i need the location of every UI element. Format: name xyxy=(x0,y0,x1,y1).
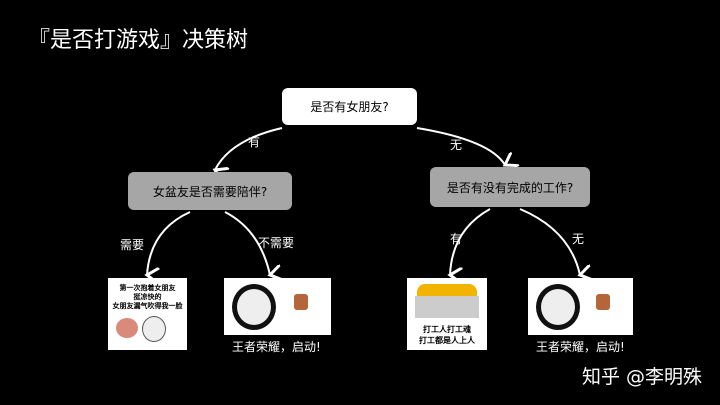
leaf-caption-2: 王者荣耀，启动! xyxy=(536,340,625,354)
meme-line: 挺凉快的 xyxy=(133,293,162,301)
edge-left-left xyxy=(147,211,191,275)
edge-label-left-left: 需要 xyxy=(120,238,145,252)
game-icon xyxy=(596,294,610,310)
leaf-panda-meme xyxy=(224,278,331,335)
meme-caption: 打工人打工魂 打工都是人上人 xyxy=(407,324,487,346)
edge-right-right xyxy=(519,208,580,275)
right-node: 是否有没有完成的工作? xyxy=(430,167,590,207)
edge-label-left-right: 不需要 xyxy=(258,236,295,250)
left-node: 女盆友是否需要陪伴? xyxy=(128,172,292,210)
leaf-meme-hug: 第一次抱着女朋友 挺凉快的 女朋友漏气吹得我一脸 xyxy=(108,278,187,350)
panda-face-image xyxy=(232,284,276,330)
meme-line: 女朋友漏气吹得我一脸 xyxy=(112,302,183,310)
workers-image xyxy=(415,296,479,318)
meme-line: 打工人打工魂 xyxy=(423,325,471,334)
edge-label-right-left: 有 xyxy=(450,232,463,246)
watermark: 知乎 @李明殊 xyxy=(581,366,702,388)
edge-label-root-right: 无 xyxy=(450,138,463,152)
face-image xyxy=(142,316,166,342)
panda-face-image xyxy=(536,284,580,330)
edge-label-right-right: 无 xyxy=(572,232,585,246)
meme-line: 第一次抱着女朋友 xyxy=(119,284,176,292)
edge-right-left xyxy=(450,208,491,275)
meme-caption: 第一次抱着女朋友 挺凉快的 女朋友漏气吹得我一脸 xyxy=(108,284,187,311)
edge-label-root-left: 有 xyxy=(248,135,261,149)
balloon-face-image xyxy=(116,318,138,338)
meme-line: 打工都是人上人 xyxy=(419,336,475,345)
root-node: 是否有女朋友? xyxy=(282,88,417,125)
leaf-caption: 王者荣耀，启动! xyxy=(232,340,321,354)
leaf-panda-meme-2 xyxy=(528,278,633,335)
page-title: 『是否打游戏』决策树 xyxy=(28,28,249,53)
hardhats-image xyxy=(417,284,477,296)
game-icon xyxy=(294,294,308,310)
edge-root-left xyxy=(215,127,283,170)
edge-left-right xyxy=(224,211,270,275)
edge-root-right xyxy=(416,127,505,165)
leaf-worker-meme: 打工人打工魂 打工都是人上人 xyxy=(407,278,487,350)
